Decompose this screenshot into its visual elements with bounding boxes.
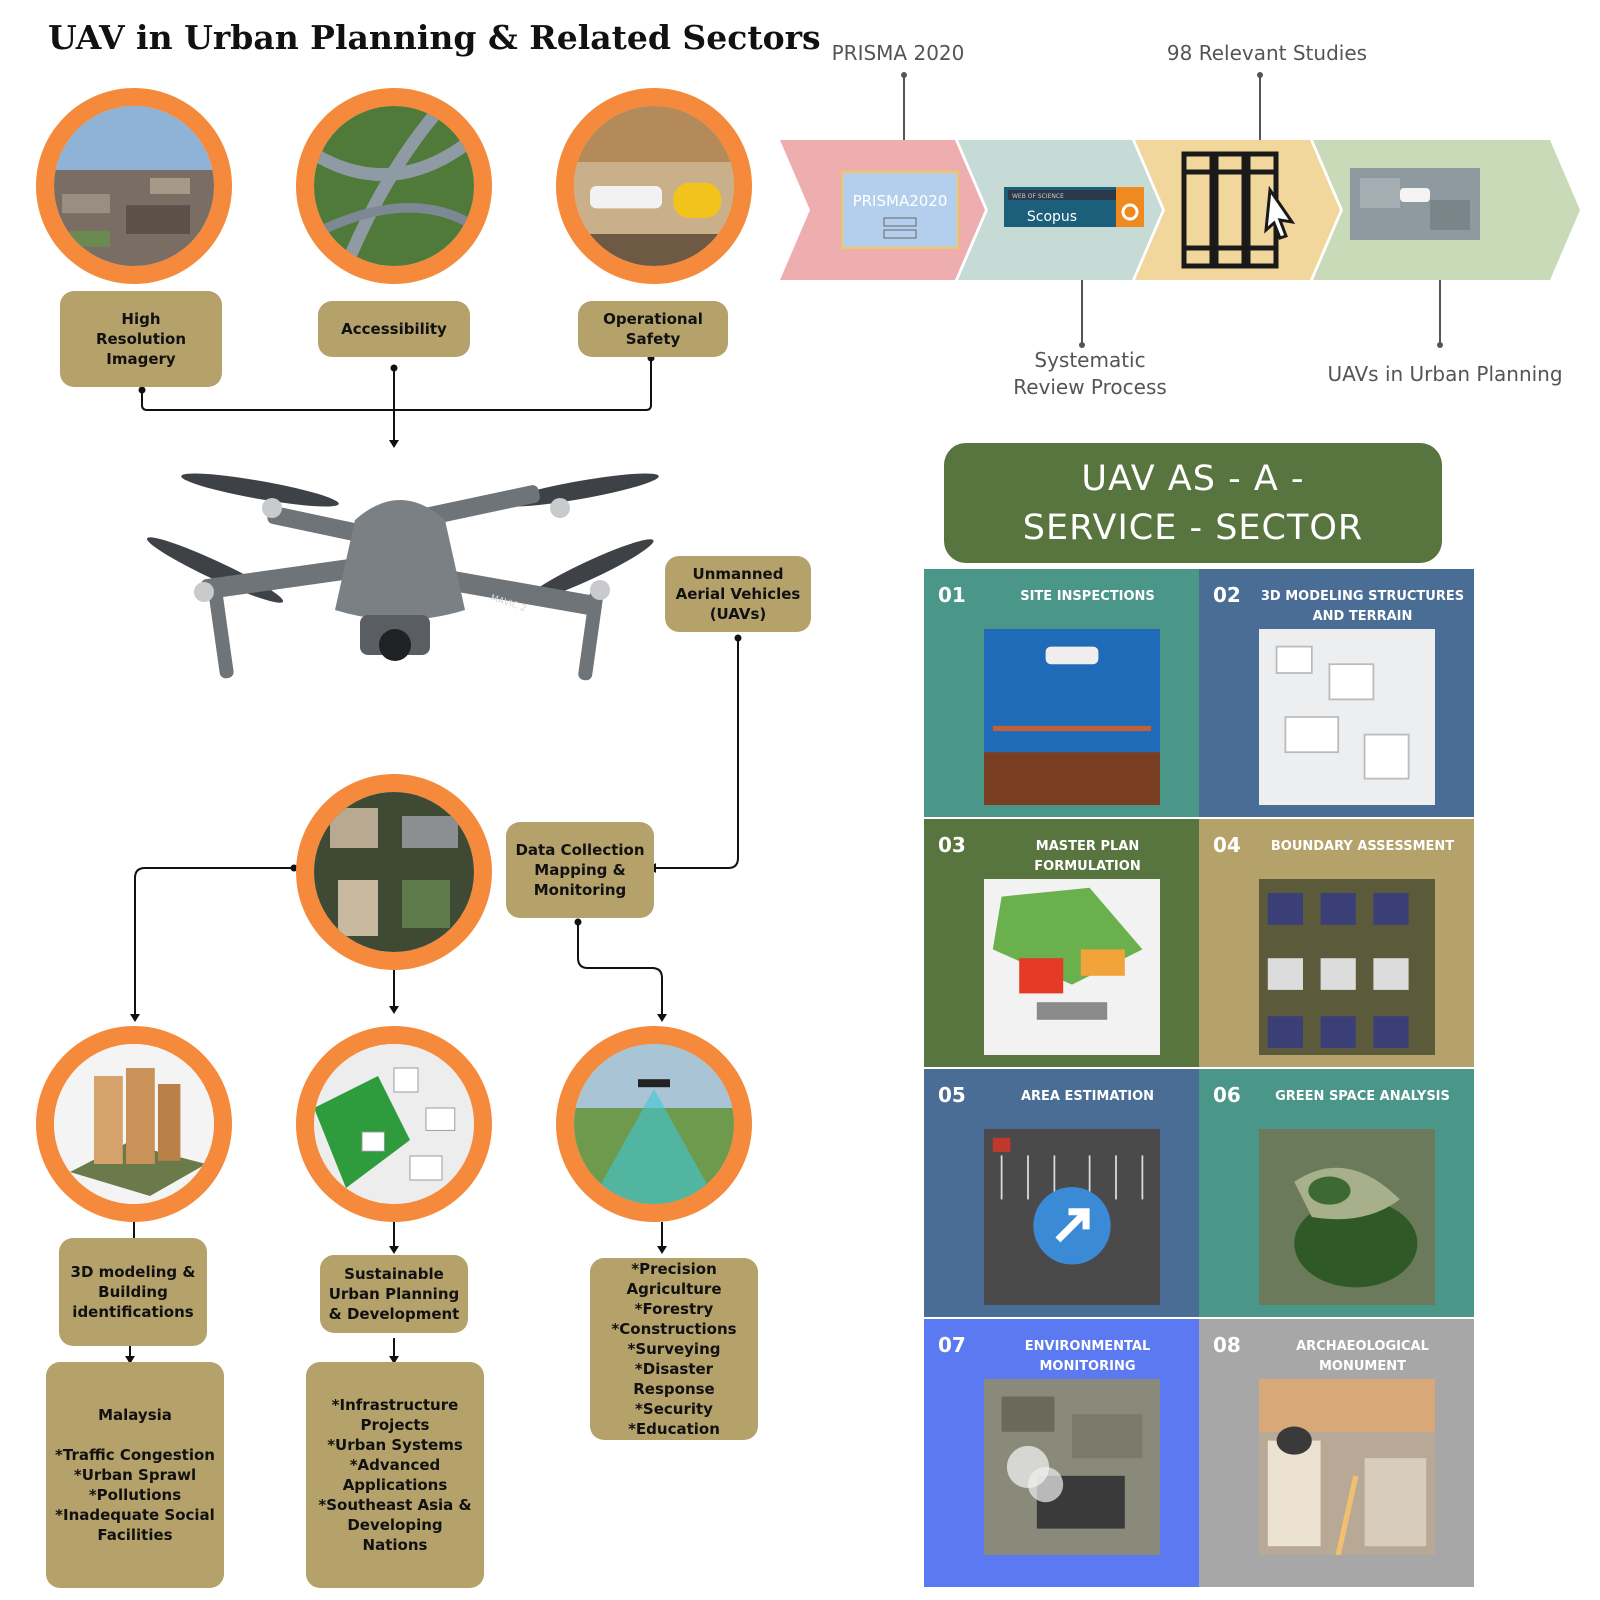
tile-number: 02 [1213,583,1241,607]
sustainable-urban-planning-label: Sustainable Urban Planning & Development [320,1255,468,1333]
prisma-card-text: PRISMA2020 [853,192,948,210]
page-title: UAV in Urban Planning & Related Sectors [48,18,821,57]
high-resolution-imagery-label: High Resolution Imagery [60,291,222,387]
city-aerial-photo [36,88,232,284]
tile-label: MASTER PLAN FORMULATION [1034,839,1141,874]
agriculture-drone-photo [556,1026,752,1222]
service-tile-3d-modeling: 02 3D MODELING STRUCTURES AND TERRAIN [1199,569,1474,817]
data-collection-label: Data Collection Mapping & Monitoring [506,822,654,918]
applications-box: *Infrastructure Projects *Urban Systems … [306,1362,484,1588]
database-text: WEB OF SCIENCE [1012,193,1064,200]
service-tile-boundary-assessment: 04 BOUNDARY ASSESSMENT [1199,819,1474,1067]
tile-number: 03 [938,833,966,857]
service-tile-master-plan: 03 MASTER PLAN FORMULATION [924,819,1199,1067]
highway-interchange-photo [296,88,492,284]
service-sector-header: UAV AS - A - SERVICE - SECTOR [944,443,1442,563]
flow-label-uav-urban-planning: UAVs in Urban Planning [1327,362,1563,386]
city-3d-model-photo [296,1026,492,1222]
tile-number: 04 [1213,833,1241,857]
tile-label: ENVIRONMENTAL MONITORING [1024,1339,1151,1374]
building-3d-model-photo [36,1026,232,1222]
books-icon [1181,151,1279,269]
tile-label: GREEN SPACE ANALYSIS [1275,1089,1450,1104]
flow-step-studies [1135,140,1340,280]
operational-safety-label: Operational Safety [578,301,728,357]
open-access-icon [1121,203,1139,221]
construction-drone-photo [556,88,752,284]
flow-label-relevant-studies: 98 Relevant Studies [1166,41,1368,65]
tile-label: 3D MODELING STRUCTURES AND TERRAIN [1260,589,1465,624]
service-tile-archaeological-mapping: 08 ARCHAEOLOGICAL MONUMENT MAPPING [1199,1319,1474,1587]
service-tile-site-inspections: 01 SITE INSPECTIONS [924,569,1199,817]
flow-label-systematic-review: Systematic Review Process [1013,348,1167,399]
tile-label: BOUNDARY ASSESSMENT [1270,839,1455,854]
tile-number: 01 [938,583,966,607]
tile-label: SITE INSPECTIONS [1020,589,1155,604]
related-sectors-list: *Precision Agriculture *Forestry *Constr… [590,1258,758,1440]
scopus-text: Scopus [1027,209,1077,225]
service-tile-environmental-monitoring: 07 ENVIRONMENTAL MONITORING [924,1319,1199,1587]
malaysia-challenges-box: Malaysia *Traffic Congestion *Urban Spra… [46,1362,224,1588]
3d-modeling-label: 3D modeling & Building identifications [59,1238,207,1346]
cursor-icon [1264,185,1296,240]
drone-icon: MAVIC 2 [146,473,659,681]
tile-number: 07 [938,1333,966,1357]
service-tile-area-estimation: 05 AREA ESTIMATION [924,1069,1199,1317]
uav-label: Unmanned Aerial Vehicles (UAVs) [665,556,811,632]
service-tile-green-space: 06 GREEN SPACE ANALYSIS [1199,1069,1474,1317]
accessibility-label: Accessibility [318,301,470,357]
tile-number: 05 [938,1083,966,1107]
tile-label: AREA ESTIMATION [1020,1089,1155,1104]
prisma-flow-diagram: PRISMA2020 WEB OF SCIENCE Scopus [780,72,1580,348]
flow-label-prisma: PRISMA 2020 [831,41,965,65]
tile-number: 08 [1213,1333,1241,1357]
tile-number: 06 [1213,1083,1241,1107]
urban-block-aerial-photo [296,774,492,970]
